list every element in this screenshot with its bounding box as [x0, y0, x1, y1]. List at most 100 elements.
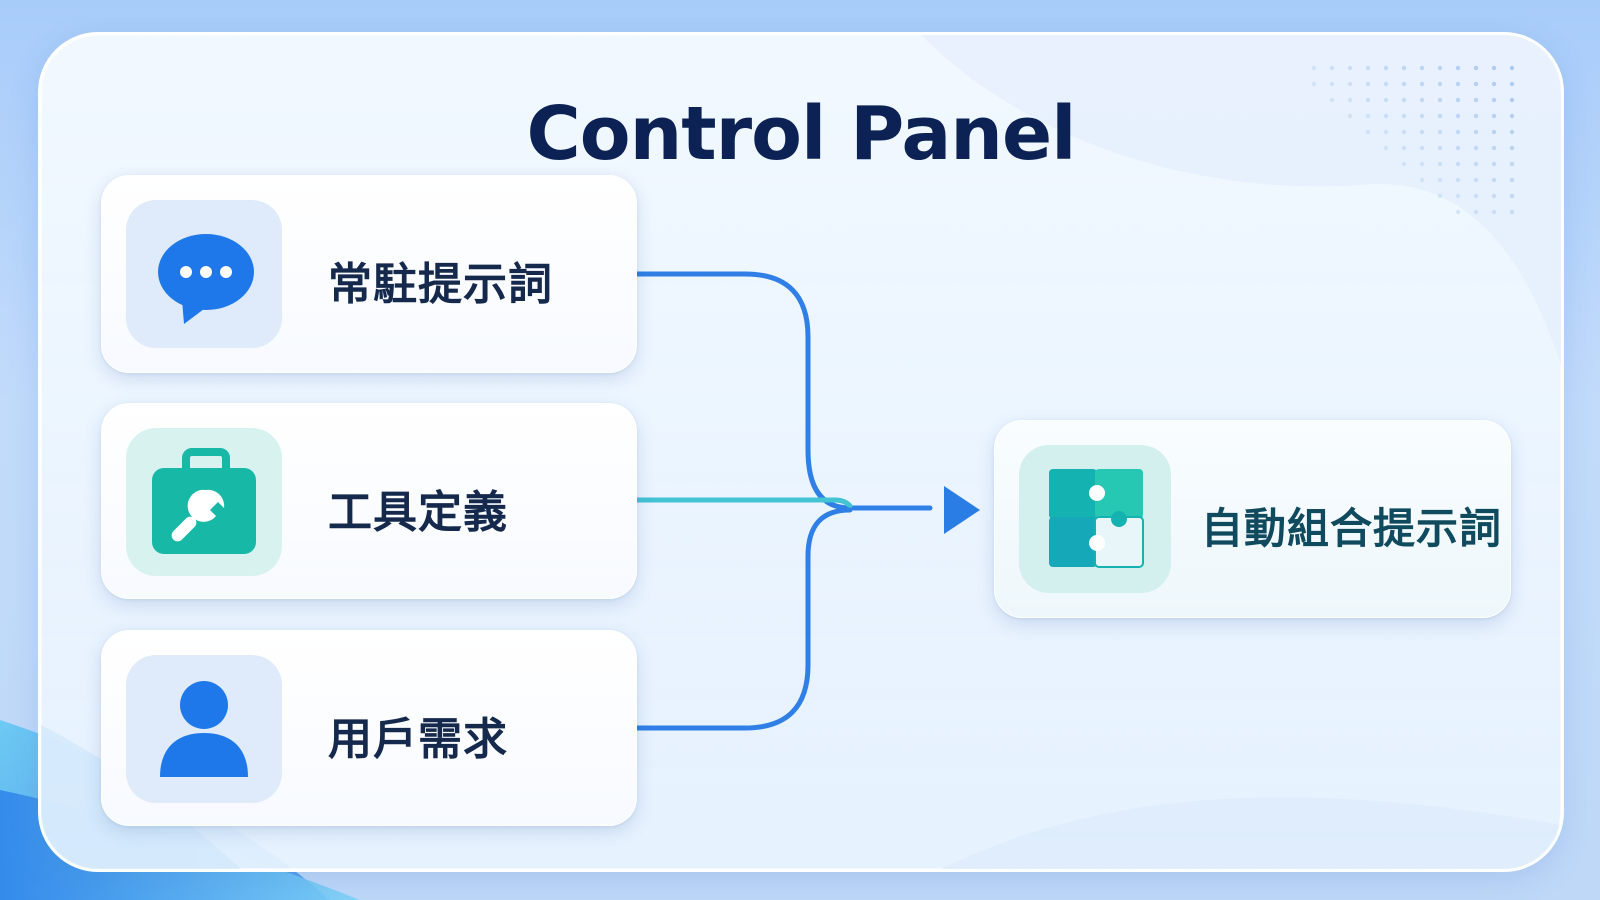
decor-dot	[1491, 129, 1497, 135]
decor-dot	[1419, 129, 1425, 135]
decor-dot	[1491, 113, 1497, 119]
decor-dot	[1365, 81, 1371, 87]
connector-line-3	[622, 507, 853, 731]
decor-dot	[1383, 81, 1389, 87]
decor-dot	[1311, 81, 1317, 87]
decor-dot	[1329, 81, 1335, 87]
decor-dot	[1455, 113, 1461, 119]
decor-dot	[1473, 81, 1479, 87]
decor-dot	[1419, 97, 1425, 103]
toolbox-wrench-icon	[152, 448, 256, 554]
output-card-auto-composed-prompt[interactable]: 自動組合提示詞	[994, 420, 1511, 618]
input-label-tool-definition: 工具定義	[328, 487, 508, 538]
decor-dot	[1473, 209, 1479, 215]
decor-dot	[1491, 209, 1497, 215]
decor-dot	[1365, 113, 1371, 119]
decor-dot	[1437, 193, 1443, 199]
decor-dot	[1491, 81, 1497, 87]
decor-dot	[1491, 177, 1497, 183]
decor-dot	[1401, 161, 1407, 167]
decor-dot	[1437, 145, 1443, 151]
decor-dot	[1365, 129, 1371, 135]
decor-dot	[1455, 145, 1461, 151]
decor-dot	[1491, 193, 1497, 199]
puzzle-icon-tile	[1019, 445, 1171, 593]
decor-dot	[1491, 65, 1497, 71]
toolbox-icon-tile	[126, 428, 282, 576]
decor-dot	[1419, 81, 1425, 87]
decor-dot	[1473, 97, 1479, 103]
decor-dot	[1455, 177, 1461, 183]
decor-dot	[1473, 145, 1479, 151]
page-title: Control Panel	[526, 91, 1076, 177]
decor-dot	[1347, 81, 1353, 87]
output-label: 自動組合提示詞	[1201, 504, 1503, 553]
decor-dot	[1401, 129, 1407, 135]
decor-dot	[1401, 97, 1407, 103]
decor-dot	[1509, 209, 1515, 215]
decor-dot	[1509, 145, 1515, 151]
decor-dot	[1473, 161, 1479, 167]
user-icon-tile	[126, 655, 282, 803]
decor-dot	[1437, 177, 1443, 183]
chat-bubble-icon	[158, 234, 254, 324]
decor-dot	[1329, 97, 1335, 103]
decor-dot	[1383, 65, 1389, 71]
decor-dot	[1491, 145, 1497, 151]
decor-dot	[1311, 65, 1317, 71]
decor-dot	[1473, 129, 1479, 135]
decor-dot	[1383, 129, 1389, 135]
input-label-resident-prompt: 常駐提示詞	[328, 259, 553, 310]
decor-dot	[1383, 97, 1389, 103]
decor-dot	[1437, 65, 1443, 71]
decor-dot	[1455, 209, 1461, 215]
decor-dot	[1473, 177, 1479, 183]
decor-dot	[1419, 161, 1425, 167]
decor-dot	[1473, 193, 1479, 199]
input-card-user-request[interactable]: 用戶需求	[101, 630, 637, 826]
decor-dot	[1509, 97, 1515, 103]
user-icon	[160, 681, 248, 777]
decor-dot	[1419, 145, 1425, 151]
decor-dot	[1455, 193, 1461, 199]
decor-dot	[1509, 193, 1515, 199]
connector-line-1	[622, 271, 933, 511]
decor-dot	[1509, 129, 1515, 135]
decor-dot	[1437, 81, 1443, 87]
decor-dot	[1473, 113, 1479, 119]
decor-dot	[1401, 113, 1407, 119]
decor-dot	[1491, 97, 1497, 103]
decor-dot	[1455, 81, 1461, 87]
connector-line-2	[622, 497, 853, 509]
decor-dot	[1491, 161, 1497, 167]
decor-dot	[1455, 97, 1461, 103]
decor-dot	[1347, 97, 1353, 103]
decor-dot	[1509, 161, 1515, 167]
arrow-head	[944, 486, 980, 534]
puzzle-icon	[1049, 469, 1144, 568]
decor-dot	[1419, 65, 1425, 71]
decor-dot	[1473, 65, 1479, 71]
decor-dot	[1401, 81, 1407, 87]
decorative-dot-grid	[1311, 65, 1515, 215]
decor-dot	[1437, 97, 1443, 103]
decor-dot	[1365, 65, 1371, 71]
decor-dot	[1365, 97, 1371, 103]
decor-dot	[1455, 129, 1461, 135]
decor-dot	[1455, 161, 1461, 167]
decor-dot	[1509, 65, 1515, 71]
decor-dot	[1509, 113, 1515, 119]
decor-dot	[1419, 113, 1425, 119]
decor-dot	[1383, 145, 1389, 151]
decor-dot	[1455, 65, 1461, 71]
decor-dot	[1347, 113, 1353, 119]
decor-dot	[1401, 65, 1407, 71]
decor-dot	[1329, 65, 1335, 71]
input-card-tool-definition[interactable]: 工具定義	[101, 403, 637, 599]
decor-dot	[1347, 65, 1353, 71]
decor-dot	[1419, 177, 1425, 183]
input-card-resident-prompt[interactable]: 常駐提示詞	[101, 175, 637, 373]
decor-dot	[1437, 129, 1443, 135]
input-label-user-request: 用戶需求	[328, 714, 508, 765]
decor-dot	[1401, 145, 1407, 151]
